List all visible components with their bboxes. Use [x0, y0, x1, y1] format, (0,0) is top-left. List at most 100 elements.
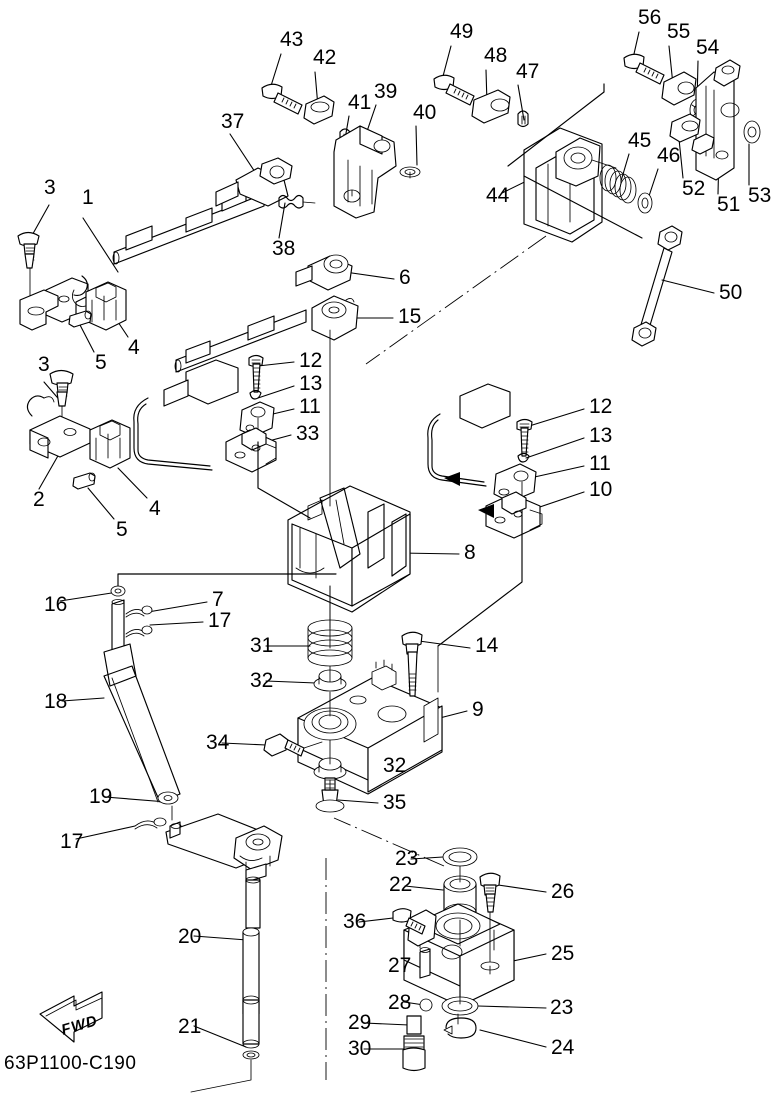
leader-line-18: [61, 697, 105, 702]
leader-line-24: [479, 1029, 547, 1048]
part-34-fitting: [263, 733, 323, 757]
callout-27: 27: [388, 954, 412, 977]
callout-24: 24: [551, 1036, 575, 1059]
callout-18: 18: [44, 690, 68, 713]
callout-14: 14: [475, 634, 499, 657]
callout-19: 19: [89, 785, 113, 808]
callout-50: 50: [719, 281, 743, 304]
leader-line-47: [517, 84, 525, 121]
part-8-housing: [287, 485, 411, 649]
callout-53: 53: [748, 184, 772, 207]
callout-5: 5: [116, 518, 128, 541]
callout-22: 22: [389, 873, 413, 896]
callout-32: 32: [383, 754, 407, 777]
part-31-spring: [307, 619, 353, 667]
leader-line-12: [525, 408, 585, 428]
fwd-arrow-icon: [39, 991, 103, 1043]
callout-51: 51: [717, 193, 741, 216]
leader-line-14: [418, 640, 471, 649]
callout-4: 4: [128, 336, 140, 359]
callout-31: 31: [250, 634, 274, 657]
callout-17: 17: [208, 609, 232, 632]
leader-line-13: [525, 437, 585, 459]
part-39-lever: [333, 125, 421, 219]
callout-39: 39: [374, 80, 398, 103]
part-group-12-13-11-10: [427, 383, 543, 539]
leader-line-5: [87, 487, 115, 520]
callout-23: 23: [395, 847, 419, 870]
part-51-arm: [669, 59, 761, 181]
callout-26: 26: [551, 880, 575, 903]
part-45-spring: [599, 164, 637, 204]
callout-20: 20: [178, 925, 202, 948]
callout-56: 56: [638, 6, 662, 29]
leader-line-46: [647, 168, 659, 200]
leader-line-23: [410, 856, 444, 860]
callout-29: 29: [348, 1011, 372, 1034]
leader-line-37: [229, 133, 258, 176]
leader-line-17: [75, 825, 136, 840]
leader-line-29: [363, 1022, 410, 1026]
callout-12: 12: [299, 349, 323, 372]
part-group-12-13-11-33: [133, 354, 277, 473]
part-18-lever: [103, 585, 181, 805]
callout-25: 25: [551, 942, 575, 965]
callout-42: 42: [313, 46, 337, 69]
leader-line-49: [441, 45, 452, 81]
callout-35: 35: [383, 791, 407, 814]
leader-line-35: [337, 799, 379, 804]
leader-line-4: [117, 467, 148, 499]
callout-4: 4: [149, 497, 161, 520]
part-44-bracket: [523, 127, 653, 243]
part-group-mid-left: [26, 369, 131, 490]
callout-9: 9: [472, 698, 484, 721]
callout-55: 55: [667, 20, 691, 43]
leader-line-13: [257, 385, 295, 399]
callout-45: 45: [628, 129, 652, 152]
leader-line-6: [344, 271, 395, 280]
part-50-rod: [631, 225, 683, 347]
callout-2: 2: [33, 488, 45, 511]
leader-line-32: [265, 680, 317, 684]
leader-line-20: [193, 935, 248, 941]
leader-line-17: [149, 621, 204, 626]
callout-12: 12: [589, 395, 613, 418]
leader-line-12: [257, 361, 295, 367]
part-group-49-48-47: [433, 74, 529, 128]
leader-line-16: [59, 591, 119, 602]
leader-line-52: [678, 138, 684, 179]
callout-3: 3: [38, 353, 50, 376]
leader-line-36: [358, 917, 394, 923]
callout-23: 23: [550, 996, 574, 1019]
leader-line-5: [78, 322, 95, 353]
callout-52: 52: [682, 177, 706, 200]
leader-line-23: [477, 1005, 547, 1009]
callout-15: 15: [398, 305, 422, 328]
callout-38: 38: [272, 237, 296, 260]
leader-line-43: [269, 53, 282, 90]
callout-54: 54: [696, 36, 720, 59]
callout-33: 33: [296, 422, 320, 445]
leader-line-19: [104, 796, 168, 803]
leader-line-40: [415, 125, 418, 166]
callout-11: 11: [589, 452, 611, 475]
callout-16: 16: [44, 593, 68, 616]
leader-line-11: [529, 465, 585, 479]
leader-line-45: [620, 153, 630, 182]
part-group-56-55-54: [623, 53, 707, 122]
callout-13: 13: [299, 372, 323, 395]
part-group-upper-left: [17, 231, 127, 331]
callout-3: 3: [44, 176, 56, 199]
leader-line-50: [661, 279, 715, 294]
callout-46: 46: [657, 144, 681, 167]
callout-48: 48: [484, 44, 508, 67]
leader-line-22: [404, 885, 444, 891]
callout-1: 1: [82, 186, 94, 209]
callout-17: 17: [60, 830, 84, 853]
callout-36: 36: [343, 910, 367, 933]
callout-43: 43: [280, 28, 304, 51]
callout-7: 7: [212, 588, 224, 611]
callout-11: 11: [299, 395, 321, 418]
callout-5: 5: [95, 351, 107, 374]
